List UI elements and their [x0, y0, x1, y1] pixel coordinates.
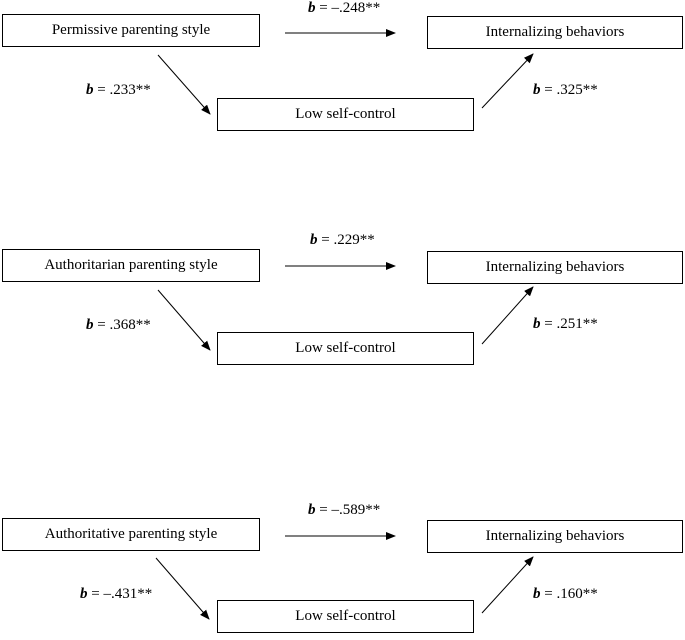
b-path-arrow [481, 286, 534, 345]
a-path-arrow [157, 289, 211, 351]
outcome-box: Internalizing behaviors [427, 16, 683, 49]
b-path-value: = .325** [540, 82, 598, 98]
a-path-value: = –.431** [87, 586, 153, 602]
b-symbol: b [86, 317, 94, 333]
direct-value: = .229** [317, 232, 375, 248]
b-symbol: b [533, 316, 541, 332]
a-path-value: = .368** [93, 317, 151, 333]
outcome-box: Internalizing behaviors [427, 251, 683, 284]
mediator-box: Low self-control [217, 332, 474, 365]
direct-coefficient: b = .229** [310, 232, 375, 249]
b-symbol: b [533, 82, 541, 98]
b-symbol: b [308, 0, 316, 16]
path-arrows [155, 532, 534, 620]
b-symbol: b [308, 502, 316, 518]
predictor-box: Authoritarian parenting style [2, 249, 260, 282]
a-path-coefficient: b = .233** [86, 82, 151, 99]
b-path-arrow [481, 556, 534, 614]
b-symbol: b [310, 232, 318, 248]
a-path-arrow [157, 54, 211, 115]
b-path-value: = .251** [540, 316, 598, 332]
predictor-box: Authoritative parenting style [2, 518, 260, 551]
a-path-value: = .233** [93, 82, 151, 98]
direct-value: = –.248** [315, 0, 381, 16]
b-symbol: b [533, 586, 541, 602]
direct-coefficient: b = –.589** [308, 502, 380, 519]
predictor-box: Permissive parenting style [2, 14, 260, 47]
b-path-coefficient: b = .160** [533, 586, 598, 603]
mediator-box: Low self-control [217, 600, 474, 633]
path-arrows [157, 29, 534, 115]
a-path-coefficient: b = .368** [86, 317, 151, 334]
path-arrows [157, 262, 534, 351]
direct-coefficient: b = –.248** [308, 0, 380, 17]
b-path-coefficient: b = .325** [533, 82, 598, 99]
b-path-coefficient: b = .251** [533, 316, 598, 333]
b-path-arrow [481, 53, 534, 109]
b-path-value: = .160** [540, 586, 598, 602]
outcome-box: Internalizing behaviors [427, 520, 683, 553]
direct-value: = –.589** [315, 502, 381, 518]
a-path-arrow [155, 557, 210, 620]
b-symbol: b [80, 586, 88, 602]
mediator-box: Low self-control [217, 98, 474, 131]
a-path-coefficient: b = –.431** [80, 586, 152, 603]
b-symbol: b [86, 82, 94, 98]
